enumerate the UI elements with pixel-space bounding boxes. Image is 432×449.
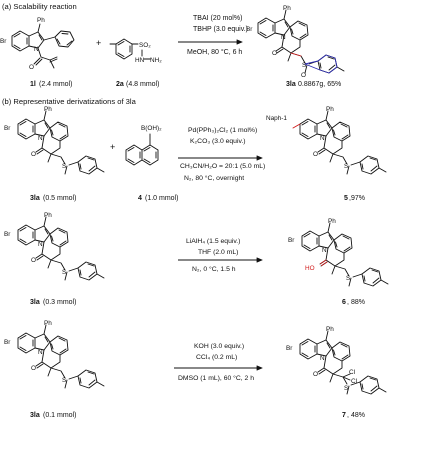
- row3-label-s: S: [62, 377, 66, 384]
- condition-a-1: TBAI (20 mol%): [193, 15, 242, 22]
- row3-reactant-id: 3la: [30, 412, 40, 419]
- product-6-id: 6: [342, 299, 346, 306]
- reactant-1l-structure: [11, 23, 75, 69]
- product-7-sep: ,: [347, 412, 349, 419]
- reactant-1l-amount: (2.4 mmol): [39, 81, 72, 88]
- row1-condition-3: CH₃CN/H₂O = 20:1 (5.0 mL): [180, 163, 265, 170]
- row1-label-br: Br: [4, 125, 11, 132]
- reactant-2a-structure: [109, 38, 143, 60]
- label-o-1l: O: [29, 64, 34, 71]
- product6-label-s: S: [346, 275, 350, 282]
- row3-label-ph: Ph: [44, 320, 52, 327]
- label-so2-2a: SO₂: [139, 42, 151, 49]
- row1-condition-2: K₂CO₃ (3.0 equiv.): [190, 138, 246, 145]
- condition-a-3: MeOH, 80 °C, 6 h: [187, 48, 242, 56]
- label-s-3la: S: [302, 62, 306, 69]
- row3-reactant-amount: (0.1 mmol): [43, 412, 76, 419]
- row1-condition-1: Pd(PPh₃)₂Cl₂ (1 mol%): [188, 127, 257, 134]
- row2-condition-3: N₂, 0 °C, 1.5 h: [192, 265, 236, 273]
- product-7-cl-1: Cl: [349, 369, 355, 376]
- row1-reactant-id: 3la: [30, 195, 40, 202]
- product-6-sep: ,: [347, 299, 349, 306]
- row2-label-ph: Ph: [44, 212, 52, 219]
- product6-label-ph: Ph: [328, 218, 336, 225]
- product-3la-structure: [257, 9, 345, 74]
- product-5-result: 97%: [351, 195, 365, 202]
- reactant-2a-id: 2a: [116, 81, 124, 88]
- label-o-3la: O: [272, 50, 277, 57]
- reagent-4-label: B(OH)₂: [141, 125, 162, 132]
- label-nh2-2a: NH₂: [150, 57, 162, 64]
- product-3la-id: 3la: [286, 81, 296, 88]
- product-5-substituent: Naph-1: [266, 115, 287, 122]
- product-7-result: 48%: [351, 412, 365, 419]
- product7-label-ph: Ph: [326, 326, 334, 333]
- product-7-structure: [299, 330, 387, 395]
- naphthyl-boronic-acid-structure: [125, 133, 159, 166]
- row2-label-br: Br: [4, 231, 11, 238]
- row3-label-o: O: [31, 365, 36, 372]
- condition-a-2: TBHP (3.0 equiv.): [193, 26, 248, 33]
- product6-label-n: N: [322, 247, 327, 254]
- row2-label-s: S: [62, 269, 66, 276]
- product7-label-s: S: [344, 385, 348, 392]
- label-hn-2a: HN: [135, 57, 145, 64]
- row2-reactant-amount: (0.3 mmol): [43, 299, 76, 306]
- row1-reactant-amount: (0.5 mmol): [43, 195, 76, 202]
- row1-plus-sign: +: [110, 142, 115, 152]
- section-a-title: (a) Scalability reaction: [2, 2, 77, 11]
- row2-condition-1: LiAlH₄ (1.5 equiv.): [186, 238, 240, 245]
- reactant-2a-amount: (4.8 mmol): [126, 81, 159, 88]
- reagent-4-amount: (1.0 mmol): [145, 195, 178, 202]
- row3-label-n: N: [38, 349, 43, 356]
- product-6-result: 88%: [351, 299, 365, 306]
- product6-label-br: Br: [288, 237, 295, 244]
- reactant-1l-id: 1l: [30, 81, 36, 88]
- row1-label-n: N: [38, 135, 43, 142]
- row2-reactant-id: 3la: [30, 299, 40, 306]
- product7-label-n: N: [320, 355, 325, 362]
- product5-label-n: N: [320, 135, 325, 142]
- row3-reactant-structure: [17, 324, 105, 389]
- row2-reactant-structure: [17, 216, 105, 281]
- row3-condition-1: KOH (3.0 equiv.): [194, 343, 244, 350]
- plus-sign-a: +: [96, 38, 101, 48]
- label-br-1l: Br: [0, 38, 7, 45]
- label-ph-1l: Ph: [37, 17, 45, 24]
- product-5-id: 5: [344, 195, 348, 202]
- product7-label-o: O: [313, 371, 318, 378]
- label-n-1l: N: [34, 46, 39, 53]
- label-n-3la: N: [281, 34, 286, 41]
- label-br-3la: Br: [246, 26, 253, 33]
- product-5-sep: ,: [349, 195, 351, 202]
- product-6-substituent: HO: [305, 265, 315, 272]
- row2-condition-2: THF (2.0 mL): [198, 249, 238, 256]
- product-7-cl-2: Cl: [351, 378, 357, 385]
- section-b-title: (b) Representative derivatizations of 3l…: [2, 97, 137, 106]
- label-o2-3la: O: [301, 72, 306, 79]
- product-3la-result: 0.8867g, 65%: [298, 81, 341, 88]
- row1-condition-4: N₂, 80 °C, overnight: [184, 174, 244, 182]
- product5-label-s: S: [344, 163, 348, 170]
- row2-label-n: N: [38, 241, 43, 248]
- product5-label-o: O: [313, 151, 318, 158]
- product5-label-ph: Ph: [326, 106, 334, 113]
- reagent-4-id: 4: [138, 195, 142, 202]
- row3-condition-3: DMSO (1 mL), 60 °C, 2 h: [178, 374, 254, 382]
- row1-label-ph: Ph: [44, 106, 52, 113]
- row3-label-br: Br: [4, 339, 11, 346]
- product-7-id: 7: [342, 412, 346, 419]
- product-5-structure: [292, 110, 387, 175]
- row1-label-o: O: [31, 151, 36, 158]
- product-6-structure: [301, 222, 389, 287]
- label-ph-3la: Ph: [283, 5, 291, 12]
- row2-label-o: O: [31, 257, 36, 264]
- row3-condition-2: CCl₄ (0.2 mL): [196, 354, 237, 361]
- row1-reactant-structure: [17, 110, 105, 175]
- product7-label-br: Br: [286, 345, 293, 352]
- row1-label-s: S: [62, 163, 66, 170]
